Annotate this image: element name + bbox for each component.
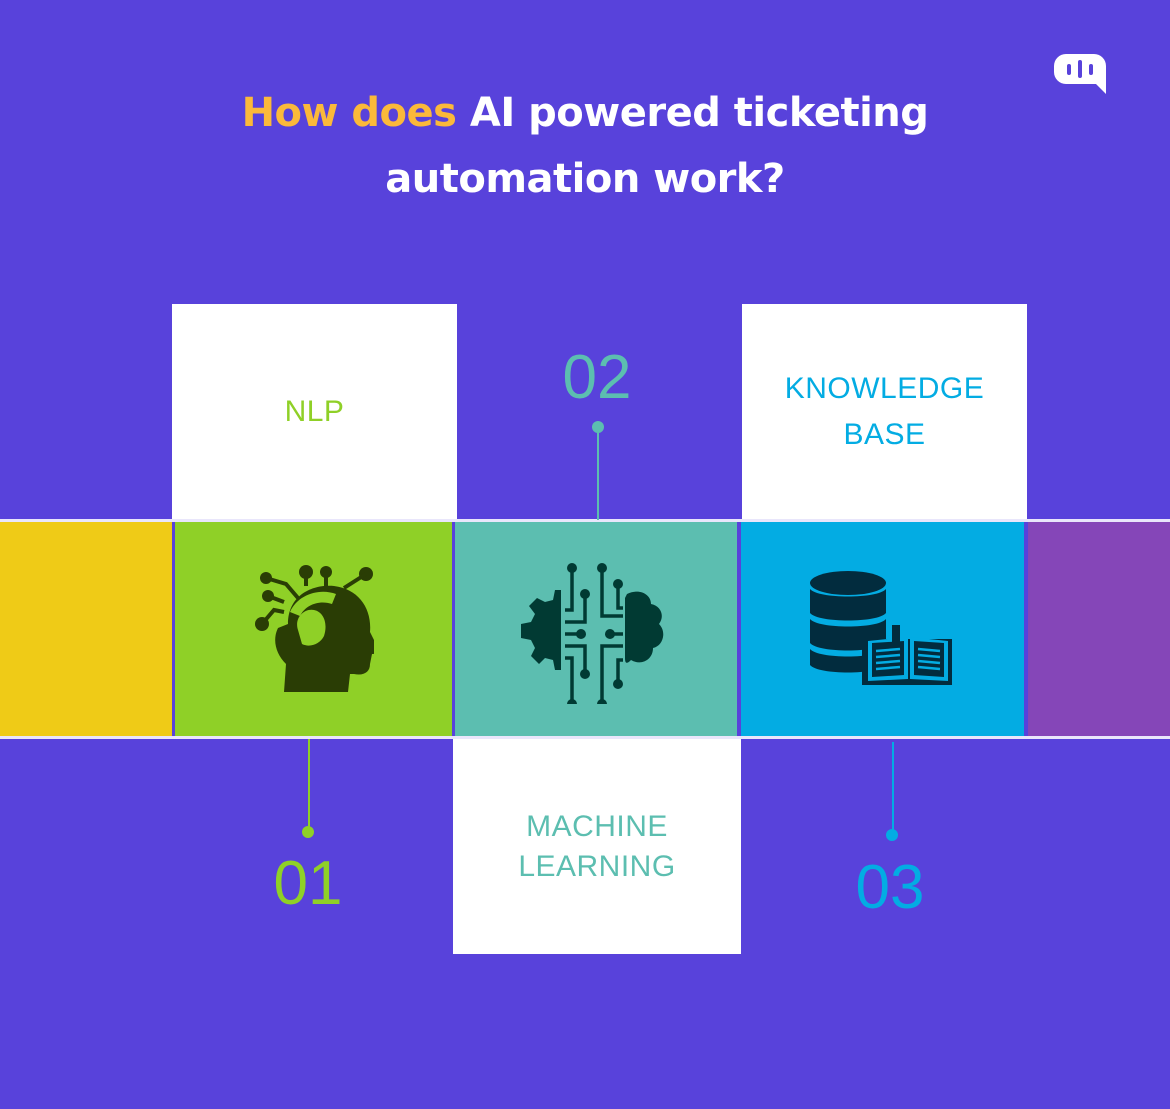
machine-learning-card: MACHINE LEARNING <box>453 739 741 954</box>
machine-learning-label-line-1: MACHINE <box>526 809 668 843</box>
knowledge-base-label-line-2: BASE <box>843 418 926 451</box>
nlp-icon-cell <box>175 522 452 736</box>
step-number-02: 02 <box>562 343 632 412</box>
band-bottom-divider <box>0 736 1170 739</box>
title-rest: AI powered ticketing <box>456 90 929 136</box>
step-02-dot <box>592 421 604 433</box>
step-03-dot <box>886 829 898 841</box>
step-number-01: 01 <box>273 849 343 918</box>
chat-bubble-icon <box>1054 52 1108 96</box>
page-title: How does AI powered ticketing automation… <box>0 80 1170 212</box>
band-top-divider <box>0 519 1170 522</box>
machine-learning-label-line-2: LEARNING <box>518 849 676 883</box>
knowledge-base-label: KNOWLEDGE BASE <box>785 366 985 458</box>
nlp-label: NLP <box>284 395 345 428</box>
nlp-card: NLP <box>172 304 457 520</box>
knowledge-base-card: KNOWLEDGE BASE <box>742 304 1027 520</box>
knowledge-base-icon-cell <box>741 522 1024 736</box>
machine-learning-icon-cell <box>455 522 737 736</box>
step-02-connector <box>597 430 599 520</box>
purple-cell <box>1028 522 1170 736</box>
step-01-connector <box>308 739 310 829</box>
title-line-2: automation work? <box>385 156 785 202</box>
step-03-connector <box>892 742 894 832</box>
brain-head-icon <box>254 565 374 692</box>
yellow-cell <box>0 522 172 736</box>
database-book-icon <box>809 571 952 685</box>
machine-learning-label: MACHINE LEARNING <box>518 807 675 887</box>
title-line-1: How does AI powered ticketing <box>0 80 1170 146</box>
step-number-03: 03 <box>855 853 925 922</box>
gear-brain-circuit-icon <box>521 563 664 704</box>
step-01-dot <box>302 826 314 838</box>
title-highlight: How does <box>241 90 457 136</box>
knowledge-base-label-line-1: KNOWLEDGE <box>784 372 985 405</box>
